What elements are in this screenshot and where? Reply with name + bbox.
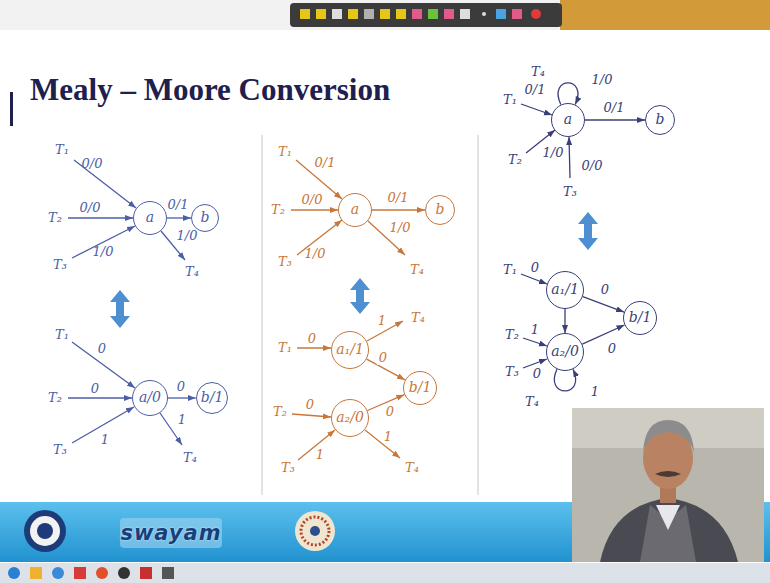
- transition-arrow: [554, 369, 575, 391]
- state-name: a₁/1: [551, 282, 579, 297]
- transition-label: T₁: [278, 145, 292, 159]
- transition-label: 0: [377, 351, 389, 365]
- transition-label: T₁: [278, 341, 292, 355]
- logo-text: swayam: [120, 521, 221, 545]
- transition-label: T₁: [503, 263, 517, 277]
- transition-label: T₄: [411, 311, 425, 325]
- transition-label: 1: [178, 413, 186, 427]
- transition-label: 1: [531, 323, 539, 337]
- transition-label: T₄: [410, 263, 424, 277]
- transition-label: 1/0: [590, 73, 615, 87]
- transition-label: 1/0: [305, 247, 326, 261]
- transition-label: 0/0: [80, 201, 101, 215]
- state-name: b/1: [201, 390, 224, 405]
- transition-label: 0: [599, 283, 611, 297]
- transition-label: T₁: [55, 328, 69, 342]
- transition-label: 0: [308, 332, 316, 346]
- state-name: a: [564, 112, 572, 127]
- transition-label: 1/0: [93, 245, 114, 259]
- transition-label: 1: [101, 433, 109, 447]
- state-name: b: [656, 112, 665, 127]
- transition-label: T₄: [183, 451, 197, 465]
- transition-label: T₂: [508, 153, 522, 167]
- transition-label: 1/0: [543, 146, 564, 160]
- transition-label: T₂: [48, 391, 62, 405]
- state-name: a₁/1: [336, 342, 364, 357]
- transition-label: 0: [384, 405, 396, 419]
- state-name: b: [436, 202, 445, 217]
- state-name: a: [146, 210, 154, 225]
- transition-label: 0: [531, 261, 539, 275]
- transition-arrow: [167, 217, 191, 218]
- state-name: a₂/0: [336, 410, 364, 425]
- transition-label: 0: [98, 342, 106, 356]
- transition-label: 0/1: [166, 198, 191, 212]
- transition-arrow: [372, 209, 425, 210]
- state-name: b/1: [629, 310, 652, 325]
- state-circle: a: [338, 193, 372, 227]
- transition-label: 1/0: [390, 221, 411, 235]
- transition-label: T₄: [185, 265, 199, 279]
- transition-arrow: [558, 83, 578, 105]
- transition-label: 0: [91, 382, 99, 396]
- state-circle: b/1: [196, 382, 229, 415]
- state-circle: a₁/1: [546, 271, 584, 309]
- state-name: a: [351, 202, 359, 217]
- state-circle: b: [645, 105, 675, 135]
- transition-label: 1: [589, 385, 601, 399]
- transition-label: T₃: [278, 255, 292, 269]
- transition-label: 0/1: [315, 156, 336, 170]
- transition-arrow: [583, 297, 624, 312]
- state-name: b: [201, 210, 210, 225]
- transition-label: 0: [175, 380, 187, 394]
- transition-arrow: [564, 309, 565, 333]
- state-circle: b: [425, 195, 455, 225]
- transition-label: T₁: [503, 93, 517, 107]
- transition-label: 0: [306, 398, 314, 412]
- transition-label: T₄: [531, 65, 545, 79]
- transition-arrow: [582, 325, 624, 344]
- transition-label: T₂: [273, 405, 287, 419]
- transition-label: 1: [378, 314, 386, 328]
- state-circle: b: [191, 204, 219, 232]
- transition-label: T₄: [405, 461, 419, 475]
- transition-label: T₃: [563, 185, 577, 199]
- transition-label: 0/0: [302, 193, 323, 207]
- transition-label: 1: [384, 430, 392, 444]
- state-circle: a: [551, 103, 585, 137]
- transition-label: T₂: [48, 211, 62, 225]
- state-name: b/1: [409, 380, 432, 395]
- state-circle: a/0: [132, 380, 168, 416]
- transition-label: T₃: [505, 365, 519, 379]
- state-circle: b/1: [623, 301, 657, 335]
- state-circle: a₁/1: [331, 331, 369, 369]
- transition-label: 0: [606, 342, 618, 356]
- transition-label: T₃: [281, 461, 295, 475]
- state-name: a₂/0: [551, 344, 579, 359]
- state-circle: a₂/0: [331, 399, 369, 437]
- slide-title: Mealy – Moore Conversion: [30, 72, 390, 108]
- state-circle: a: [133, 201, 167, 235]
- transition-label: T₂: [505, 328, 519, 342]
- transition-label: 0/1: [525, 83, 546, 97]
- transition-label: T₄: [525, 395, 539, 409]
- transition-label: 0/1: [602, 101, 627, 115]
- transition-label: 0/0: [82, 157, 103, 171]
- transition-label: T₃: [53, 258, 67, 272]
- transition-label: T₂: [271, 203, 285, 217]
- transition-label: 0/1: [386, 191, 411, 205]
- state-circle: b/1: [403, 371, 437, 405]
- state-circle: a₂/0: [546, 333, 584, 371]
- transition-arrow: [168, 397, 196, 398]
- transition-label: 0/0: [582, 159, 603, 173]
- transition-arrow: [585, 119, 645, 120]
- state-name: a/0: [139, 390, 161, 405]
- transition-label: 1: [316, 448, 324, 462]
- transition-label: 1/0: [177, 229, 198, 243]
- transition-label: T₁: [55, 143, 69, 157]
- transition-label: T₃: [53, 443, 67, 457]
- transition-label: 0: [533, 367, 541, 381]
